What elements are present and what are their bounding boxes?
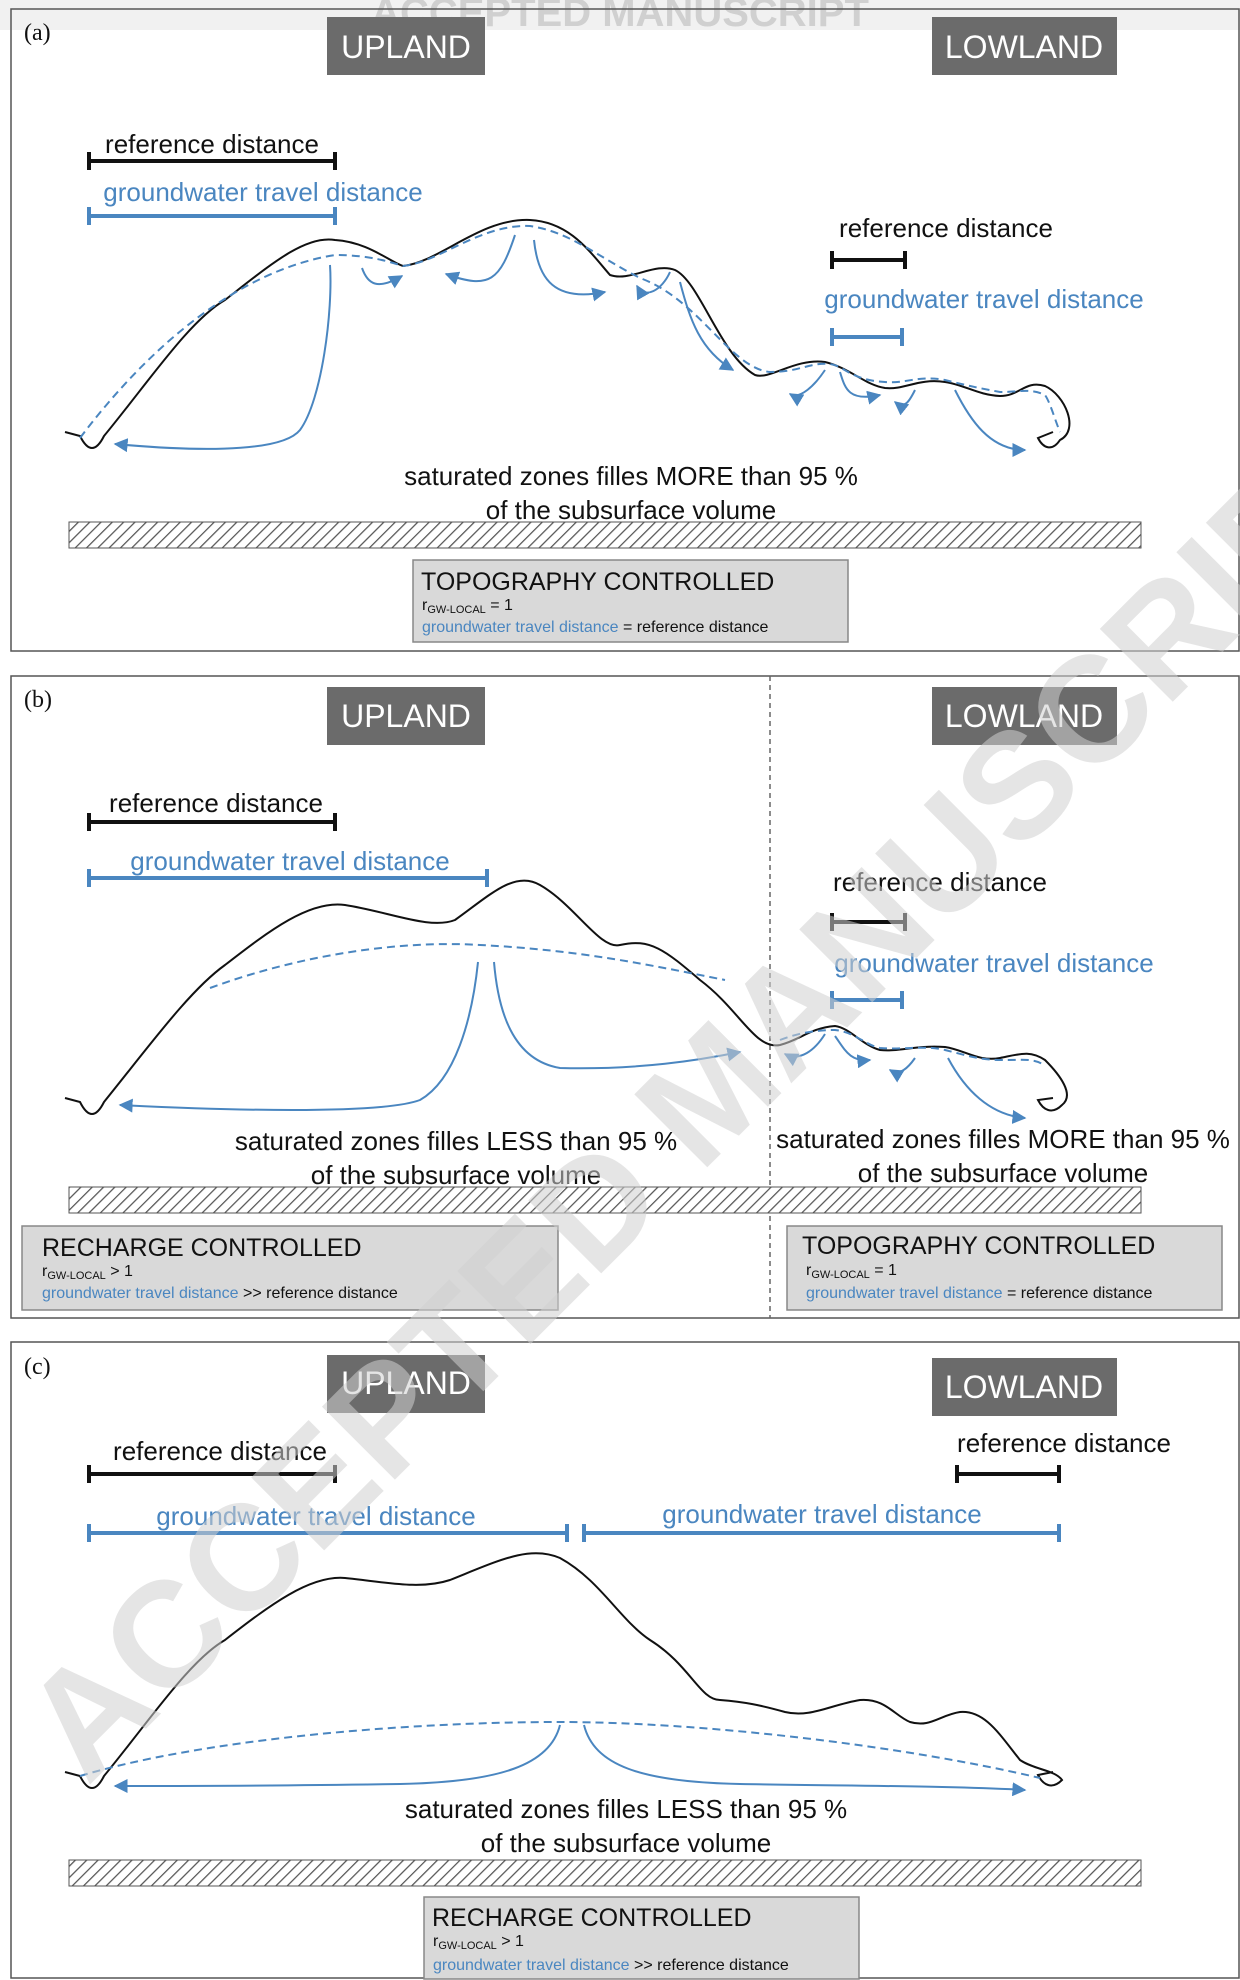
panel-c-saturation-line1: saturated zones filles LESS than 95 % — [405, 1794, 847, 1824]
panel-b-reference-distance-right: reference distance — [833, 867, 1047, 897]
panel-c-upland-label: UPLAND — [341, 1365, 471, 1401]
panel-c-relation: groundwater travel distance >> reference… — [433, 1957, 789, 1974]
panel-a-gw-distance-left: groundwater travel distance — [103, 177, 422, 207]
panel-a-lowland-label: LOWLAND — [945, 29, 1103, 65]
panel-a-ratio: rGW-LOCAL = 1 — [422, 597, 513, 616]
panel-c-summary-box: RECHARGE CONTROLLED rGW-LOCAL > 1 ground… — [423, 1896, 860, 1980]
panel-b-relation-right: groundwater travel distance = reference … — [806, 1285, 1153, 1302]
panel-b-topography — [64, 879, 1068, 1115]
panel-a-control-title: TOPOGRAPHY CONTROLLED — [421, 568, 774, 596]
panel-b-water-table-upland — [209, 943, 726, 989]
panel-a-saturation-line1: saturated zones filles MORE than 95 % — [404, 461, 858, 491]
panel-a: (a) UPLAND LOWLAND reference distance gr… — [10, 8, 1240, 652]
panel-c-lowland-box — [932, 1358, 1117, 1416]
panel-c-topography — [64, 1552, 1064, 1789]
panel-b-ratio-right: rGW-LOCAL = 1 — [806, 1262, 897, 1281]
panel-b-lowland-box — [932, 687, 1117, 745]
panel-c-gw-distance-left: groundwater travel distance — [156, 1501, 475, 1531]
panel-a-reference-bar-left — [87, 152, 337, 170]
panel-b-control-title-right: TOPOGRAPHY CONTROLLED — [802, 1232, 1155, 1260]
panel-b-reference-distance-left: reference distance — [109, 788, 323, 818]
panel-c-water-table — [79, 1720, 1041, 1779]
panel-c-reference-bar-left — [87, 1465, 337, 1483]
panel-c-upland-box — [327, 1355, 485, 1413]
panel-b-gw-bar-left — [87, 869, 489, 887]
panel-a-water-table — [79, 224, 1061, 439]
panel-b-gw-distance-left: groundwater travel distance — [130, 846, 449, 876]
panel-a-lowland-box — [932, 17, 1117, 75]
panel-b-frame — [10, 675, 1240, 1319]
panel-a-flow-arrows — [113, 234, 1027, 457]
panel-b-relation-left: groundwater travel distance >> reference… — [42, 1285, 398, 1302]
panel-a-upland-label: UPLAND — [341, 29, 471, 65]
panel-c-gw-bar-right — [582, 1524, 1061, 1542]
panel-c-gw-distance-right: groundwater travel distance — [662, 1499, 981, 1529]
panel-c-bedrock — [68, 1859, 1142, 1887]
panel-a-upland-box — [327, 17, 485, 75]
panel-c: (c) UPLAND LOWLAND reference distance re… — [10, 1341, 1240, 1980]
panel-c-reference-distance-left: reference distance — [113, 1436, 327, 1466]
panel-b-lowland-label: LOWLAND — [945, 698, 1103, 734]
panel-b-gw-bar-right — [830, 991, 904, 1009]
panel-a-saturation-line2: of the subsurface volume — [486, 495, 777, 525]
panel-a-gw-bar-left — [87, 207, 337, 225]
panel-b-upland-box — [327, 687, 485, 745]
panel-b-reference-bar-right — [830, 913, 907, 931]
panel-b-summary-box-left: RECHARGE CONTROLLED rGW-LOCAL > 1 ground… — [21, 1225, 559, 1311]
panel-a-relation: groundwater travel distance = reference … — [422, 619, 769, 636]
panel-b-id: (b) — [24, 687, 52, 713]
panel-b-flow-arrows — [118, 961, 1027, 1124]
panel-b-saturation-left-line2: of the subsurface volume — [311, 1160, 602, 1190]
panel-b: (b) UPLAND LOWLAND reference distance gr… — [10, 675, 1240, 1319]
panel-b-saturation-right-line2: of the subsurface volume — [858, 1158, 1149, 1188]
panel-c-lowland-label: LOWLAND — [945, 1369, 1103, 1405]
panel-a-id: (a) — [24, 20, 51, 46]
panel-b-water-table-lowland — [779, 1028, 1046, 1067]
panel-a-reference-distance-right: reference distance — [839, 213, 1053, 243]
panel-c-flow-arrows — [113, 1724, 1027, 1797]
panel-a-frame — [10, 8, 1240, 652]
panel-b-saturation-right-line1: saturated zones filles MORE than 95 % — [776, 1124, 1230, 1154]
panel-a-reference-bar-right — [830, 251, 907, 269]
panel-a-summary-box: TOPOGRAPHY CONTROLLED rGW-LOCAL = 1 grou… — [412, 559, 849, 643]
panel-c-control-title: RECHARGE CONTROLLED — [432, 1904, 752, 1932]
panel-c-saturation-line2: of the subsurface volume — [481, 1828, 772, 1858]
panel-b-control-title-left: RECHARGE CONTROLLED — [42, 1234, 362, 1262]
panel-b-summary-box-right: TOPOGRAPHY CONTROLLED rGW-LOCAL = 1 grou… — [786, 1225, 1223, 1311]
panel-c-gw-bar-left — [87, 1524, 569, 1542]
panel-b-reference-bar-left — [87, 813, 337, 831]
panel-a-bedrock — [68, 521, 1142, 549]
panel-c-reference-distance-right: reference distance — [957, 1428, 1171, 1458]
panel-b-saturation-left-line1: saturated zones filles LESS than 95 % — [235, 1126, 677, 1156]
panel-b-ratio-left: rGW-LOCAL > 1 — [42, 1263, 133, 1282]
panel-a-reference-distance-left: reference distance — [105, 129, 319, 159]
panel-c-id: (c) — [24, 1354, 51, 1380]
panel-c-ratio: rGW-LOCAL > 1 — [433, 1933, 524, 1952]
panel-b-gw-distance-right: groundwater travel distance — [834, 948, 1153, 978]
panel-b-bedrock — [68, 1186, 1142, 1214]
panel-a-gw-distance-right: groundwater travel distance — [824, 284, 1143, 314]
panel-c-reference-bar-right — [955, 1465, 1061, 1483]
panel-a-gw-bar-right — [830, 328, 904, 346]
panel-a-topography — [64, 218, 1071, 449]
panel-b-upland-label: UPLAND — [341, 698, 471, 734]
